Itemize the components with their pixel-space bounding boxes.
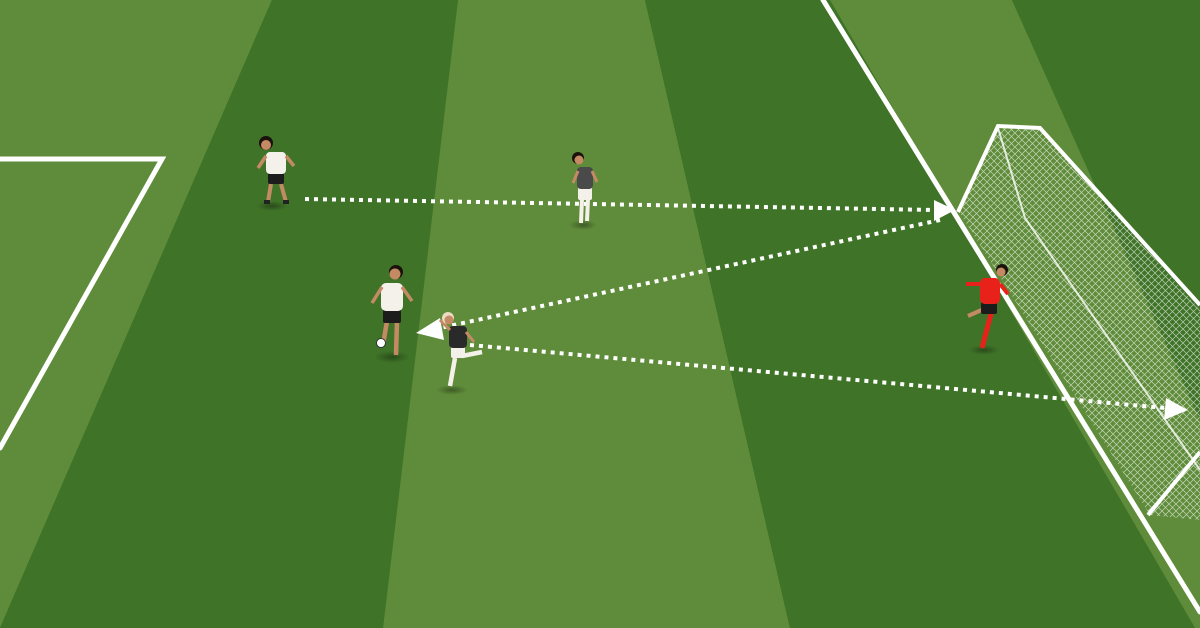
arrow-pass-near-post: [304, 197, 936, 212]
player-top-center: [569, 152, 599, 230]
grass-stripe: [0, 0, 90, 120]
goal: [956, 123, 1200, 520]
grass-stripe: [0, 0, 458, 628]
penalty-box-line: [0, 156, 167, 451]
field-lines: [0, 0, 1200, 615]
goal-frame: [956, 123, 1200, 307]
goal-net: [960, 128, 1200, 520]
goal-post: [1146, 450, 1200, 517]
player-passer: [436, 312, 483, 395]
ball: [376, 338, 386, 348]
arrowhead-far-post: [1164, 398, 1188, 420]
player-top-left: [256, 136, 296, 211]
goal-line: [820, 0, 1200, 615]
arrowheads: [416, 200, 1188, 420]
grass-stripe: [383, 0, 790, 628]
arrowhead-return: [416, 318, 444, 340]
arrows: [304, 197, 1166, 410]
goal-frame-back: [997, 127, 1200, 471]
arrow-return-pass: [439, 218, 941, 330]
goalkeeper: [966, 264, 1010, 355]
arrowhead-near-post: [934, 200, 955, 221]
player-middle-left: [370, 265, 414, 363]
grass-stripe: [645, 0, 1195, 628]
